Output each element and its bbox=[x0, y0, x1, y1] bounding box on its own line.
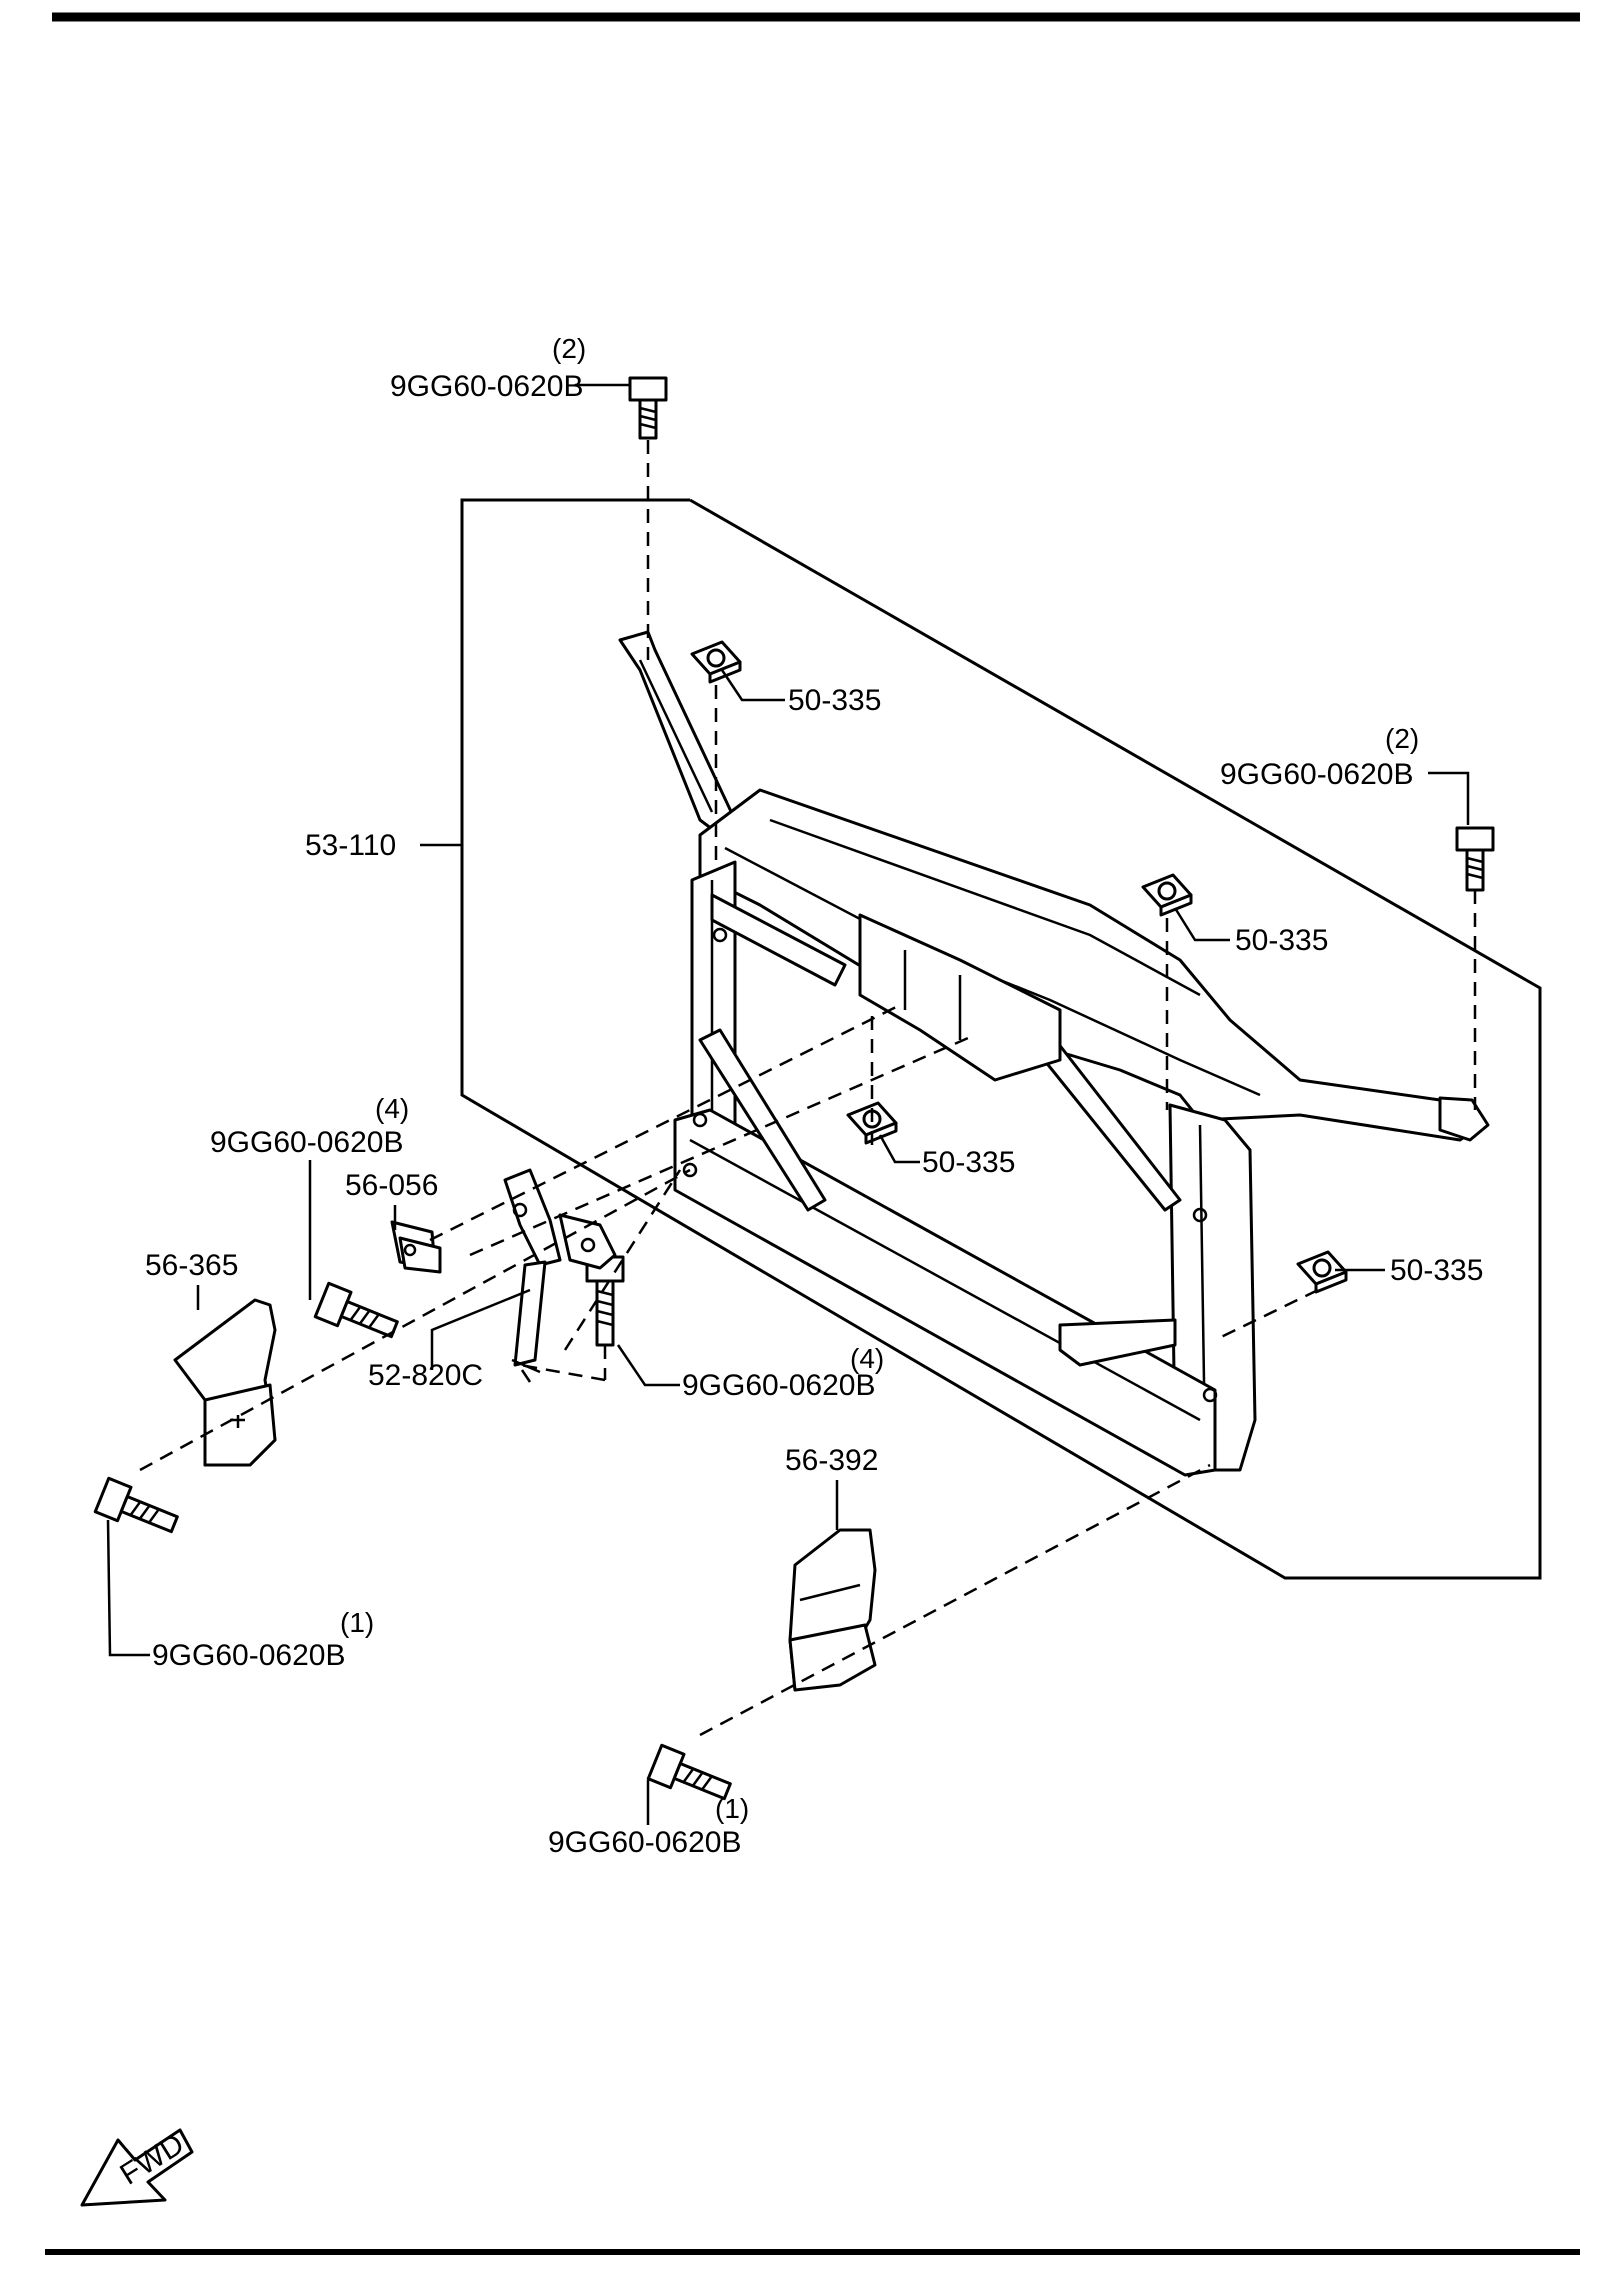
qty-bolt-low-right: (1) bbox=[715, 1793, 749, 1824]
clip-nut-icon bbox=[846, 1101, 898, 1145]
label-frame: 53-110 bbox=[305, 829, 396, 862]
fwd-arrow-icon: FWD bbox=[80, 2127, 194, 2207]
label-bolt-top-right: 9GG60-0620B bbox=[1220, 758, 1413, 791]
qty-bolt-low-left: (1) bbox=[340, 1607, 374, 1638]
label-nut-c: 50-335 bbox=[922, 1146, 1015, 1179]
cover-56-365 bbox=[173, 1298, 277, 1467]
bolt-icon bbox=[313, 1281, 399, 1339]
assembly-lines bbox=[139, 440, 1477, 1737]
label-bolt-mid-left: 9GG60-0620B bbox=[210, 1126, 403, 1159]
qty-bolt-top-right: (2) bbox=[1385, 723, 1419, 754]
label-bolt-mid-right: 9GG60-0620B bbox=[682, 1369, 875, 1402]
label-bolt-low-right: 9GG60-0620B bbox=[548, 1826, 741, 1859]
bolt-icon bbox=[646, 1743, 732, 1801]
label-bracket-56-056: 56-056 bbox=[345, 1169, 438, 1202]
qty-bolt-top-left: (2) bbox=[552, 333, 586, 364]
clip-nut-icon bbox=[690, 640, 742, 684]
label-latch-52-820c: 52-820C bbox=[368, 1359, 483, 1392]
latch-52-820c bbox=[503, 1168, 617, 1383]
bracket-56-056 bbox=[390, 1220, 442, 1274]
cover-56-392 bbox=[788, 1528, 877, 1692]
callout-labels: (2) 9GG60-0620B 50-335 (2) 9GG60-0620B 5… bbox=[145, 333, 1483, 1859]
label-bolt-top-left: 9GG60-0620B bbox=[390, 370, 583, 403]
bolt-icon bbox=[628, 376, 668, 440]
qty-bolt-mid-left: (4) bbox=[375, 1093, 409, 1124]
radiator-support-frame bbox=[618, 630, 1490, 1477]
clip-nut-icon bbox=[1296, 1250, 1348, 1294]
leader-lines bbox=[106, 383, 1470, 1825]
bolt-icon bbox=[1455, 826, 1495, 892]
label-bolt-low-left: 9GG60-0620B bbox=[152, 1639, 345, 1672]
label-cover-56-392: 56-392 bbox=[785, 1444, 878, 1477]
assembly-outline bbox=[460, 498, 1542, 1580]
label-nut-b: 50-335 bbox=[1235, 924, 1328, 957]
label-nut-a: 50-335 bbox=[788, 684, 881, 717]
bolt-icon bbox=[585, 1255, 625, 1347]
label-cover-56-365: 56-365 bbox=[145, 1249, 238, 1282]
qty-bolt-mid-right: (4) bbox=[850, 1343, 884, 1374]
label-nut-d: 50-335 bbox=[1390, 1254, 1483, 1287]
clip-nut-icon bbox=[1141, 873, 1193, 917]
bolt-icon bbox=[93, 1476, 179, 1534]
